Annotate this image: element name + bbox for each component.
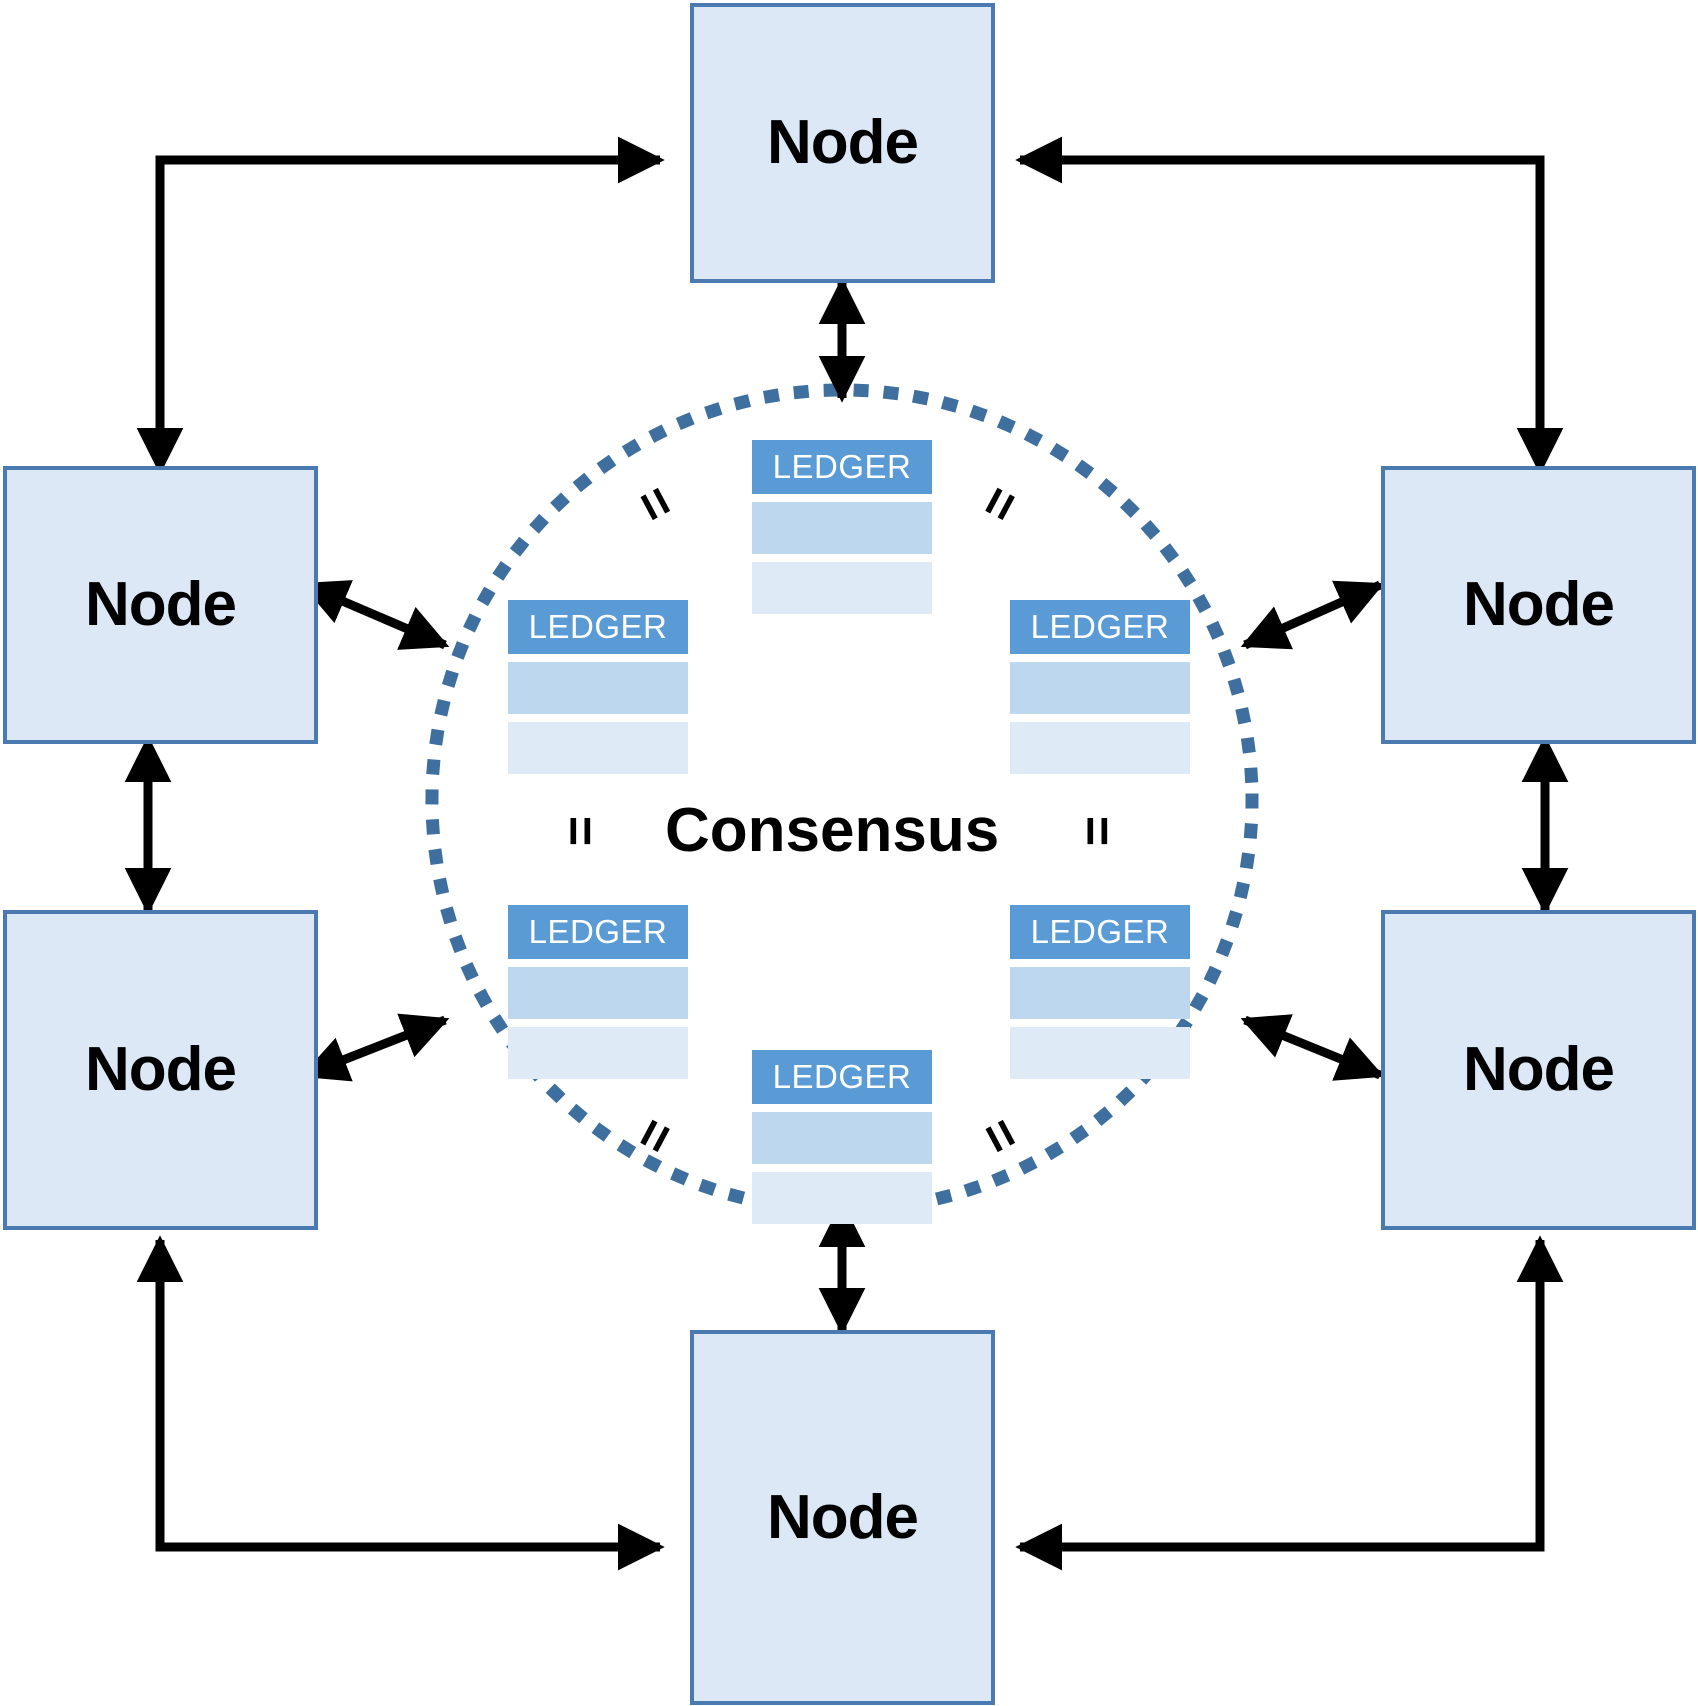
node-left-lower[interactable]: Node xyxy=(3,910,318,1230)
node-left-upper-label: Node xyxy=(85,570,237,639)
equals-mark-mid-right: = xyxy=(1068,815,1127,847)
ledger-lower-right-header: LEDGER xyxy=(1010,905,1190,959)
node-bottom-label: Node xyxy=(767,1482,919,1552)
arrow-rightupper-to-consensus xyxy=(1240,580,1385,650)
arrow-bottom-to-rightlower xyxy=(1015,1235,1564,1571)
equals-mark-mid-left: = xyxy=(551,815,610,847)
ledger-lower-left[interactable]: LEDGER xyxy=(508,905,688,1079)
ledger-upper-right-bar-2 xyxy=(1010,722,1190,774)
node-left-lower-label: Node xyxy=(85,1035,237,1104)
consensus-circle xyxy=(425,383,1259,1217)
ledger-top-header: LEDGER xyxy=(752,440,932,494)
node-top-label: Node xyxy=(767,108,919,177)
ledger-lower-right-bar-1 xyxy=(1010,967,1190,1019)
consensus-label: Consensus xyxy=(665,796,1000,865)
ledger-bottom-header: LEDGER xyxy=(752,1050,932,1104)
ledger-upper-left-bar-1 xyxy=(508,662,688,714)
ledger-lower-right-bar-2 xyxy=(1010,1027,1190,1079)
ledger-upper-left-bar-2 xyxy=(508,722,688,774)
arrow-leftupper-to-top xyxy=(136,136,665,475)
arrow-leftlower-to-bottom xyxy=(136,1235,665,1571)
node-bottom[interactable]: Node xyxy=(690,1330,995,1705)
ledger-top-bar-1 xyxy=(752,502,932,554)
ledger-upper-right[interactable]: LEDGER xyxy=(1010,600,1190,774)
ledger-lower-left-header: LEDGER xyxy=(508,905,688,959)
node-right-lower-label: Node xyxy=(1463,1035,1615,1104)
ledger-top-bar-2 xyxy=(752,562,932,614)
ledger-upper-left[interactable]: LEDGER xyxy=(508,600,688,774)
ledger-bottom-bar-1 xyxy=(752,1112,932,1164)
ledger-bottom[interactable]: LEDGER xyxy=(752,1050,932,1224)
ledger-upper-right-bar-1 xyxy=(1010,662,1190,714)
arrow-leftupper-to-consensus xyxy=(300,580,450,650)
node-right-lower[interactable]: Node xyxy=(1381,910,1696,1230)
ledger-lower-right[interactable]: LEDGER xyxy=(1010,905,1190,1079)
node-left-upper[interactable]: Node xyxy=(3,466,318,744)
node-right-upper[interactable]: Node xyxy=(1381,466,1696,744)
ledger-lower-left-bar-1 xyxy=(508,967,688,1019)
ledger-bottom-bar-2 xyxy=(752,1172,932,1224)
ledger-upper-left-header: LEDGER xyxy=(508,600,688,654)
node-top[interactable]: Node xyxy=(690,3,995,283)
arrow-rightlower-to-consensus xyxy=(1240,1014,1385,1081)
ledger-lower-left-bar-2 xyxy=(508,1027,688,1079)
ledger-top[interactable]: LEDGER xyxy=(752,440,932,614)
ledger-upper-right-header: LEDGER xyxy=(1010,600,1190,654)
arrow-top-to-rightupper xyxy=(1015,136,1564,475)
arrow-leftlower-to-consensus xyxy=(300,1013,450,1082)
node-right-upper-label: Node xyxy=(1463,570,1615,639)
